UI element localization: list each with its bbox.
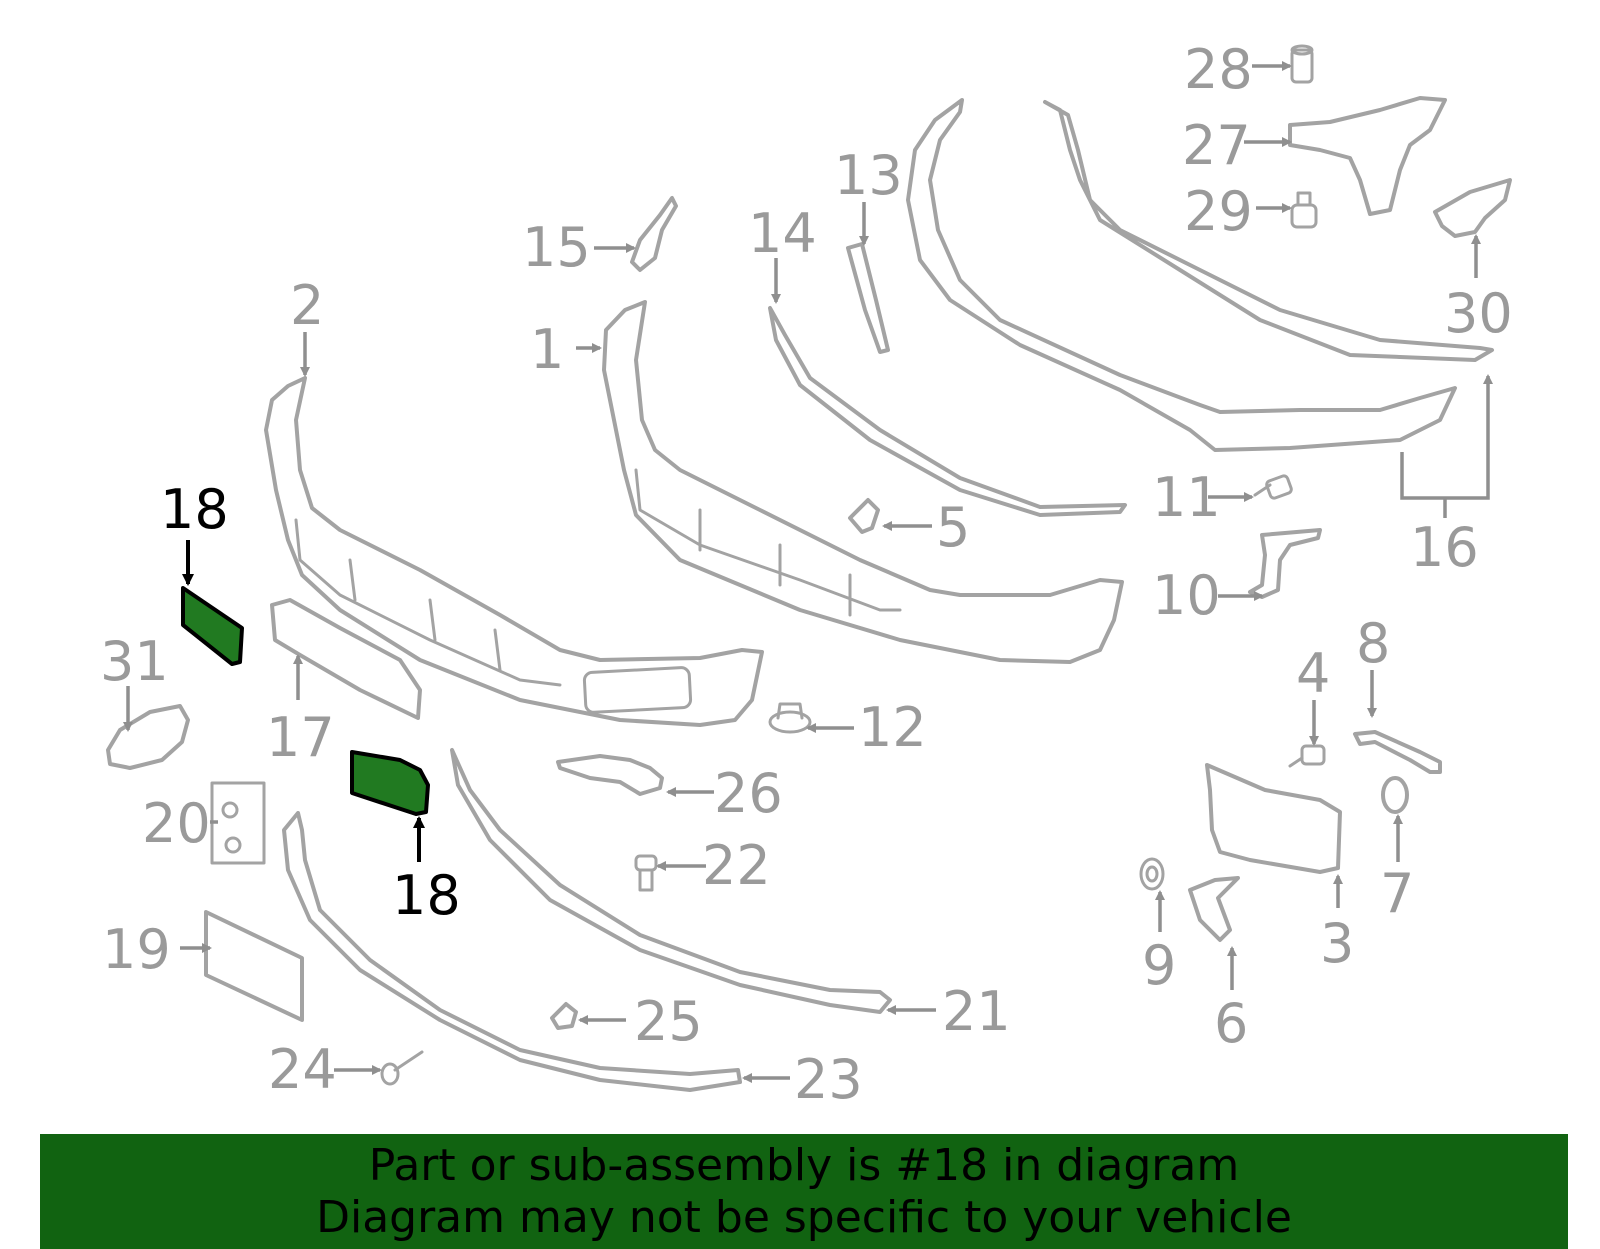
footer-line-2: Diagram may not be specific to your vehi…: [316, 1191, 1292, 1243]
callout-16: 16: [1410, 516, 1479, 579]
callout-7: 7: [1380, 862, 1414, 925]
callout-30: 30: [1444, 282, 1513, 345]
part-12-grommet[interactable]: [768, 702, 812, 734]
part-22-bolt[interactable]: [634, 854, 658, 892]
part-20-bolt-set[interactable]: [210, 781, 266, 865]
part-10-bracket[interactable]: [1248, 528, 1322, 599]
part-16-deflector[interactable]: [1043, 100, 1494, 362]
callout-12: 12: [858, 696, 927, 759]
callout-9: 9: [1142, 934, 1176, 997]
part-18-bracket-right[interactable]: [350, 750, 430, 816]
part-15-bracket[interactable]: [630, 196, 678, 272]
part-26-bracket[interactable]: [556, 754, 664, 796]
callout-18-bottom: 18: [392, 864, 461, 927]
part-11-bolt[interactable]: [1253, 474, 1293, 500]
callout-23: 23: [794, 1048, 863, 1111]
callout-26: 26: [714, 762, 783, 825]
part-18-bracket-left[interactable]: [181, 586, 244, 666]
callout-22: 22: [702, 834, 771, 897]
part-17-insert[interactable]: [270, 598, 422, 720]
callout-10: 10: [1152, 564, 1221, 627]
callout-14: 14: [748, 202, 817, 265]
leader-lines: [123, 61, 1493, 1083]
part-5-clip[interactable]: [848, 498, 880, 534]
callout-28: 28: [1184, 38, 1253, 101]
callout-1: 1: [530, 318, 564, 381]
part-8-rod[interactable]: [1353, 730, 1442, 774]
callout-13: 13: [834, 144, 903, 207]
part-13-bracket[interactable]: [846, 242, 890, 354]
callout-18-top: 18: [160, 478, 229, 541]
callout-27: 27: [1182, 114, 1251, 177]
callout-8: 8: [1356, 612, 1390, 675]
part-6-bracket[interactable]: [1188, 876, 1240, 942]
part-16-valance[interactable]: [906, 98, 1457, 452]
part-31-tow-hook[interactable]: [106, 704, 190, 770]
part-7-washer[interactable]: [1381, 776, 1409, 814]
part-1-front-bumper[interactable]: [602, 300, 1124, 664]
part-27-bracket[interactable]: [1288, 96, 1447, 216]
footer-banner: Part or sub-assembly is #18 in diagram D…: [40, 1134, 1568, 1249]
callout-17: 17: [266, 706, 335, 769]
callout-20: 20: [142, 792, 211, 855]
part-2-front-bumper[interactable]: [264, 376, 764, 727]
part-24-pin[interactable]: [380, 1050, 424, 1086]
part-21-lower-valance[interactable]: [450, 748, 892, 1014]
part-14-molding[interactable]: [768, 306, 1127, 517]
callout-21: 21: [942, 980, 1011, 1043]
callout-3: 3: [1320, 912, 1354, 975]
callout-4: 4: [1296, 642, 1330, 705]
callout-2: 2: [290, 274, 324, 337]
callout-29: 29: [1184, 180, 1253, 243]
part-29-nut[interactable]: [1290, 191, 1318, 229]
callout-15: 15: [522, 216, 591, 279]
callout-6: 6: [1214, 992, 1248, 1055]
part-3-bracket[interactable]: [1205, 763, 1342, 874]
part-9-nut[interactable]: [1139, 857, 1165, 891]
footer-line-1: Part or sub-assembly is #18 in diagram: [368, 1139, 1240, 1191]
callout-25: 25: [634, 990, 703, 1053]
part-25-clip[interactable]: [550, 1002, 578, 1030]
part-30-clip[interactable]: [1433, 178, 1512, 238]
callout-19: 19: [102, 918, 171, 981]
part-23-skid-plate[interactable]: [282, 811, 742, 1092]
part-4-bolt[interactable]: [1288, 744, 1326, 768]
callout-11: 11: [1152, 466, 1221, 529]
part-19-plate-bracket[interactable]: [204, 910, 304, 1022]
callout-31: 31: [100, 630, 169, 693]
callout-24: 24: [268, 1038, 337, 1101]
callout-5: 5: [936, 496, 970, 559]
part-28-bolt[interactable]: [1290, 44, 1314, 84]
